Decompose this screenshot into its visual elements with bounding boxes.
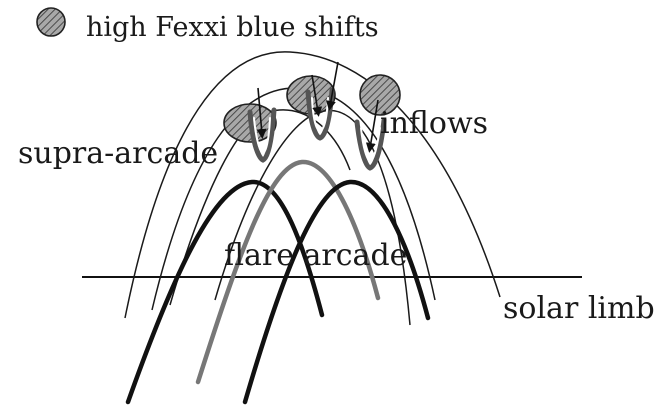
blue-shift-region-right bbox=[359, 74, 401, 116]
label-flare-arcade: flare arcade bbox=[224, 238, 407, 273]
label-solar-limb: solar limb bbox=[503, 291, 655, 326]
legend: high Fexxi blue shifts bbox=[36, 7, 379, 43]
inflow-arrow-left bbox=[256, 87, 267, 139]
cusp-right bbox=[354, 117, 387, 171]
cusp-left bbox=[247, 107, 277, 163]
inflow-arrow-center-right bbox=[325, 61, 339, 111]
supra-arcade-loop-outer bbox=[124, 51, 501, 319]
label-supra-arcade: supra-arcade bbox=[18, 136, 218, 171]
flare-arcade-loop-left bbox=[125, 179, 325, 405]
flare-arcade-loop-middle bbox=[195, 159, 381, 385]
inflow-arrow-center-left bbox=[311, 74, 323, 117]
flare-arcade-loop-right bbox=[242, 179, 431, 405]
legend-text: high Fexxi blue shifts bbox=[86, 12, 379, 43]
hatched-circle-icon bbox=[36, 7, 66, 37]
label-inflows: inflows bbox=[380, 106, 488, 141]
inflow-arrow-right bbox=[365, 99, 379, 153]
